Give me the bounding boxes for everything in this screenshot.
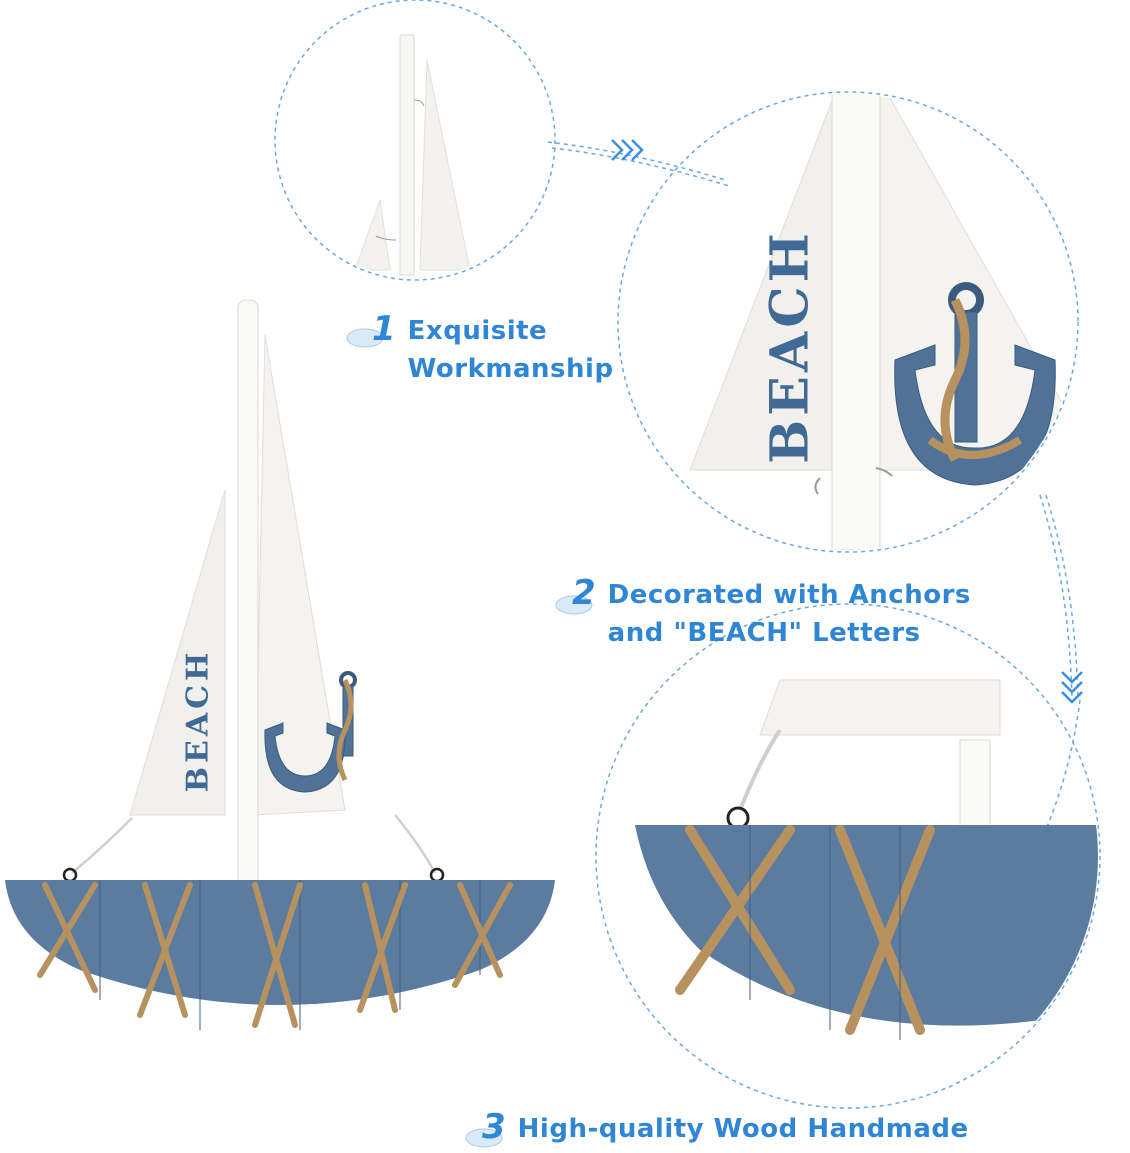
zoom-middle-content	[689, 94, 1076, 550]
feature-1-line-2: Workmanship	[407, 354, 614, 384]
feature-3-line-1: High-quality Wood Handmade	[517, 1114, 969, 1144]
zoom-top-content	[354, 34, 471, 276]
chevron-arrow-icon	[611, 139, 644, 161]
feature-1-line-1: Exquisite	[407, 316, 548, 346]
zoom-circle-bottom	[595, 603, 1101, 1109]
feature-1-number: 1	[372, 309, 396, 349]
feature-1: 1 Exquisite Workmanship	[372, 312, 614, 388]
connector-right	[1039, 494, 1073, 701]
feature-3-number: 3	[482, 1107, 506, 1147]
feature-2-line-1: Decorated with Anchors	[607, 580, 971, 610]
feature-2: 2 Decorated with Anchors and "BEACH" Let…	[572, 576, 971, 652]
feature-2-number: 2	[572, 573, 596, 613]
sail-text-main: BEACH	[180, 648, 216, 793]
sail-text-zoom: BEACH	[759, 229, 821, 464]
zoom-bottom-content	[635, 679, 1098, 1040]
connector-top	[547, 141, 726, 181]
cloud-icon	[346, 328, 593, 1148]
feature-2-line-2: and "BEACH" Letters	[607, 618, 921, 648]
zoom-circle-middle	[617, 91, 1079, 553]
zoom-circle-top	[274, 0, 556, 281]
chevron-arrow-icon	[1061, 671, 1083, 704]
feature-3: 3 High-quality Wood Handmade	[482, 1110, 969, 1148]
main-sailboat	[5, 299, 555, 1030]
